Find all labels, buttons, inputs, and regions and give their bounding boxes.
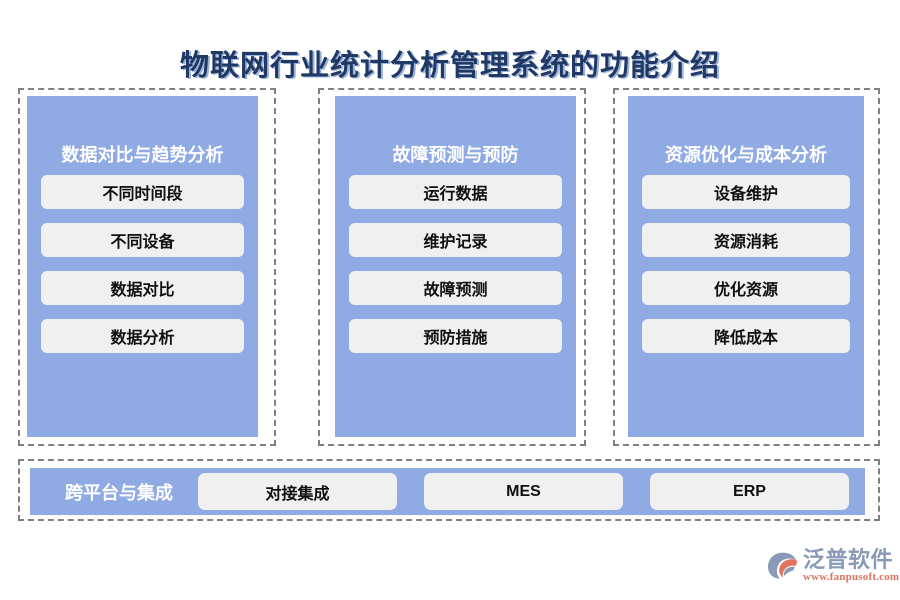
list-item[interactable]: 对接集成	[198, 473, 397, 510]
column-frame-3	[613, 88, 880, 446]
column-heading-1: 数据对比与趋势分析	[61, 145, 224, 165]
list-item[interactable]: 数据分析	[41, 319, 244, 353]
brand-logo: 泛普软件 www.fanpusoft.com	[766, 543, 899, 589]
bottom-bar-panel: 跨平台与集成 对接集成 MES ERP	[30, 468, 865, 515]
list-item[interactable]: 优化资源	[642, 271, 850, 305]
column-panel-1: 数据对比与趋势分析 不同时间段 不同设备 数据对比 数据分析	[27, 96, 258, 437]
list-item[interactable]: 预防措施	[349, 319, 562, 353]
column-item-list-3: 设备维护 资源消耗 优化资源 降低成本	[642, 175, 850, 367]
bottom-bar-frame	[18, 459, 880, 521]
column-panel-3: 资源优化与成本分析 设备维护 资源消耗 优化资源 降低成本	[628, 96, 864, 437]
list-item[interactable]: 不同设备	[41, 223, 244, 257]
list-item[interactable]: 不同时间段	[41, 175, 244, 209]
list-item[interactable]: 数据对比	[41, 271, 244, 305]
fanpu-logo-icon	[768, 552, 798, 579]
logo-company-name: 泛普软件	[803, 547, 894, 572]
list-item[interactable]: 资源消耗	[642, 223, 850, 257]
list-item[interactable]: ERP	[650, 473, 849, 510]
list-item[interactable]: MES	[424, 473, 623, 510]
bottom-bar-label: 跨平台与集成	[65, 482, 173, 503]
column-frame-2	[318, 88, 586, 446]
logo-website-url: www.fanpusoft.com	[803, 571, 900, 583]
list-item[interactable]: 故障预测	[349, 271, 562, 305]
column-item-list-1: 不同时间段 不同设备 数据对比 数据分析	[41, 175, 244, 367]
column-heading-2: 故障预测与预防	[392, 145, 519, 165]
column-panel-2: 故障预测与预防 运行数据 维护记录 故障预测 预防措施	[335, 96, 576, 437]
list-item[interactable]: 运行数据	[349, 175, 562, 209]
list-item[interactable]: 设备维护	[642, 175, 850, 209]
list-item[interactable]: 降低成本	[642, 319, 850, 353]
column-item-list-2: 运行数据 维护记录 故障预测 预防措施	[349, 175, 562, 367]
list-item[interactable]: 维护记录	[349, 223, 562, 257]
logo-text-block: 泛普软件 www.fanpusoft.com	[803, 548, 899, 584]
column-heading-3: 资源优化与成本分析	[665, 145, 827, 165]
page-title: 物联网行业统计分析管理系统的功能介绍	[179, 50, 720, 82]
column-frame-1	[18, 88, 276, 446]
bottom-bar-item-list: 对接集成 MES ERP	[198, 473, 849, 510]
